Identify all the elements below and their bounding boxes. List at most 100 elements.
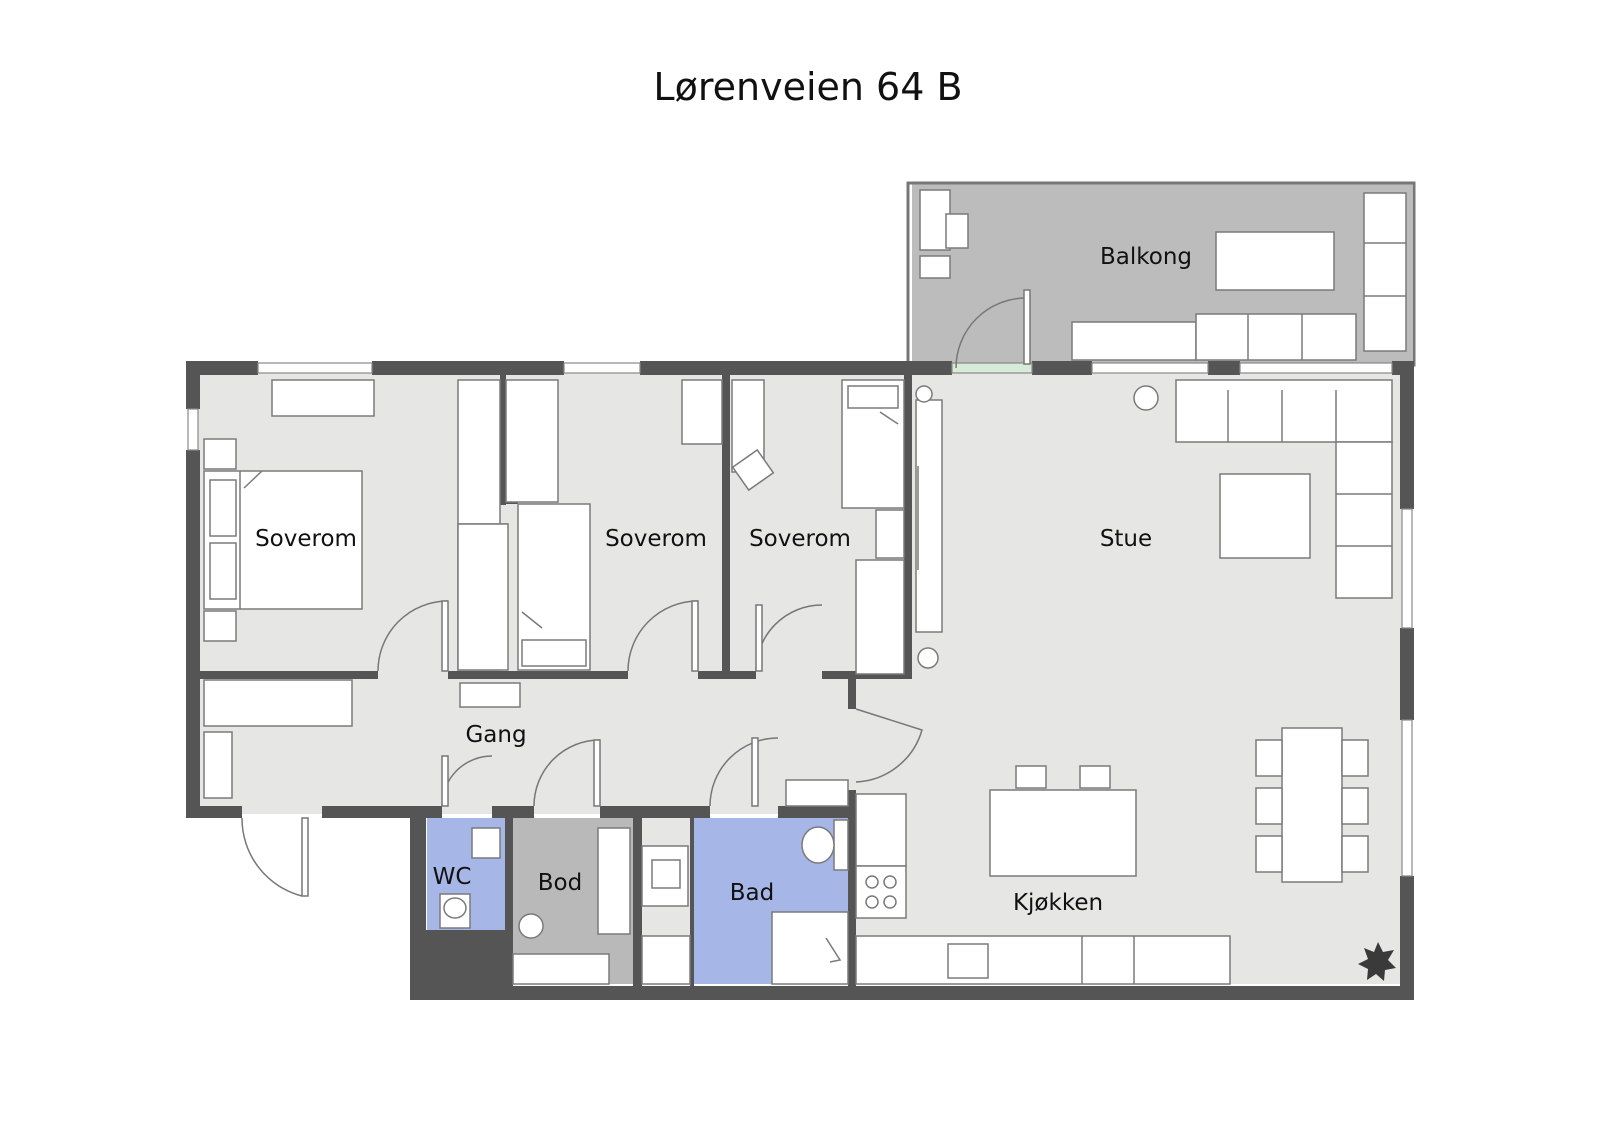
door-swing [241, 817, 303, 897]
wardrobe [505, 379, 559, 503]
pillow [209, 479, 237, 537]
room-label-stue: Stue [1100, 526, 1152, 552]
windows [187, 362, 1413, 877]
door-swing [377, 600, 449, 672]
shoe-rack [785, 779, 849, 807]
wc-sink [471, 827, 501, 859]
room-label-gang: Gang [465, 722, 526, 748]
window [257, 362, 373, 374]
plant [915, 385, 933, 403]
wall [778, 806, 858, 818]
wall [322, 806, 432, 818]
cabinet [459, 682, 521, 708]
wall [500, 375, 506, 505]
door-swing [709, 737, 779, 807]
toilet-bowl [443, 897, 467, 919]
plant [1358, 942, 1396, 981]
room-label-soverom-1: Soverom [255, 526, 357, 552]
burner [883, 895, 897, 909]
balcony-bench [1071, 321, 1197, 361]
door-leaf [593, 739, 601, 807]
balcony-sofa [1363, 192, 1407, 352]
balcony-grill [919, 189, 951, 251]
wall [1400, 361, 1414, 509]
door-leaf [441, 600, 449, 672]
walls [186, 181, 1416, 1000]
chair [1341, 739, 1369, 777]
cabinet [641, 935, 691, 985]
wall [505, 818, 513, 988]
nightstand [203, 610, 237, 642]
tv-bench [915, 399, 943, 633]
washing-machine-lid [651, 859, 681, 889]
nightstand [875, 509, 905, 559]
shower [771, 911, 849, 985]
wall [410, 806, 426, 1000]
room-label-soverom-3: Soverom [749, 526, 851, 552]
water-heater [518, 913, 544, 939]
toilet [801, 826, 835, 864]
room-labels: Balkong Soverom Soverom Soverom Stue Gan… [255, 244, 1192, 916]
chair [731, 448, 775, 492]
room-label-kjokken: Kjøkken [1013, 890, 1103, 916]
sofa [1175, 379, 1393, 443]
balcony-grill [945, 213, 969, 249]
wall [186, 806, 242, 818]
wall [848, 790, 856, 988]
burner [883, 875, 897, 889]
door-leaf [301, 817, 309, 897]
wall [1208, 361, 1240, 375]
wardrobe [271, 379, 375, 417]
wall [600, 806, 710, 818]
window [951, 362, 1033, 374]
sofa [1335, 441, 1393, 599]
door-leaf [1023, 289, 1031, 365]
wall [200, 671, 378, 679]
window [1091, 362, 1209, 374]
doors [241, 289, 1031, 897]
door-leaf [441, 755, 449, 807]
burner [865, 875, 879, 889]
wall [186, 450, 200, 816]
shower-drain [825, 937, 842, 963]
wardrobe [457, 523, 509, 671]
chair [1255, 739, 1283, 777]
nightstand [203, 438, 237, 470]
balcony-chair [919, 255, 951, 279]
balcony-table [1215, 231, 1335, 291]
wall [1400, 628, 1414, 720]
wall [372, 361, 564, 375]
window [563, 362, 641, 374]
balcony-sofa [1195, 313, 1357, 361]
burner [865, 895, 879, 909]
wall [822, 671, 912, 679]
door-swing [955, 297, 1027, 369]
wall [1032, 361, 1092, 375]
door-leaf [691, 600, 699, 672]
coffee-table [1219, 473, 1311, 559]
bed-fold [521, 611, 543, 629]
bed-fold [879, 411, 899, 425]
kitchen-island [989, 789, 1137, 877]
wall [410, 986, 1414, 1000]
furniture [203, 189, 1407, 985]
room-label-bad: Bad [730, 880, 774, 906]
toilet-cistern [833, 819, 849, 871]
bar-stool [1079, 765, 1111, 789]
chair [1341, 787, 1369, 825]
shelf [597, 827, 631, 935]
window [1401, 719, 1413, 877]
door-swing [533, 739, 601, 807]
wall [904, 375, 912, 679]
wall [640, 361, 838, 375]
room-label-balkong: Balkong [1100, 244, 1192, 270]
room-label-wc: WC [433, 864, 472, 890]
wall [633, 818, 642, 988]
wall [848, 679, 856, 709]
window [187, 408, 199, 451]
lamp [1133, 385, 1159, 411]
counter [855, 935, 1231, 985]
wall [448, 671, 628, 679]
counter [855, 793, 907, 867]
wall [836, 361, 952, 375]
